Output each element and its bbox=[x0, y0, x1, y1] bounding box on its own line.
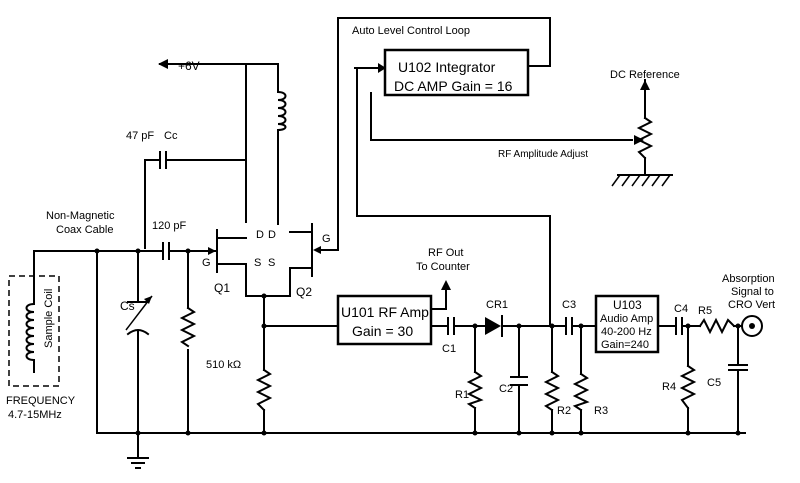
capacitor-cc bbox=[159, 151, 167, 169]
q2-label: Q2 bbox=[296, 285, 312, 299]
chassis-ground-icon bbox=[611, 174, 671, 187]
u102-label-1: U102 Integrator bbox=[398, 59, 496, 75]
c2-label: C2 bbox=[499, 383, 513, 395]
cc-label: Cc bbox=[164, 130, 178, 142]
resistor-r5 bbox=[698, 317, 736, 335]
resistor-r2 bbox=[543, 370, 561, 412]
resistor-r1 bbox=[466, 370, 484, 410]
coax-label-1: Non-Magnetic bbox=[46, 210, 115, 222]
u103-label-2: Audio Amp bbox=[600, 313, 653, 325]
dc-reference-label: DC Reference bbox=[610, 69, 680, 81]
r2-label: R2 bbox=[557, 405, 571, 417]
potentiometer-rf-adjust bbox=[634, 80, 654, 160]
wires bbox=[33, 17, 746, 459]
r3-label: R3 bbox=[594, 405, 608, 417]
q1-drain-label: D bbox=[256, 229, 264, 241]
q1-gate-label: G bbox=[202, 257, 211, 269]
u102-input-arrow-icon bbox=[378, 63, 386, 73]
alc-loop-label: Auto Level Control Loop bbox=[352, 25, 470, 37]
u103-label-1: U103 bbox=[613, 298, 642, 312]
rf-out-arrow-icon bbox=[441, 280, 451, 290]
capacitor-c1 bbox=[447, 317, 455, 335]
u101-block bbox=[336, 294, 433, 346]
c4-label: C4 bbox=[674, 303, 688, 315]
frequency-label-2: 4.7-15MHz bbox=[8, 409, 62, 421]
junction-dots bbox=[94, 248, 741, 436]
output-connector-icon bbox=[741, 315, 763, 337]
resistor-r4 bbox=[679, 364, 697, 410]
frequency-label-1: FREQUENCY bbox=[6, 395, 76, 407]
capacitor-c3 bbox=[565, 317, 573, 335]
capacitor-120pf bbox=[162, 242, 170, 260]
variable-capacitor-cs bbox=[125, 295, 153, 336]
q2-gate-arrow-icon bbox=[313, 246, 321, 254]
q2-gate-label: G bbox=[322, 233, 331, 245]
cr1-label: CR1 bbox=[486, 299, 508, 311]
u103-block bbox=[594, 294, 660, 354]
resistor-gate bbox=[179, 306, 197, 348]
r4-label: R4 bbox=[662, 381, 676, 393]
choke-inductor bbox=[276, 90, 287, 132]
u103-label-4: Gain=240 bbox=[601, 339, 649, 351]
cs-label: Cs bbox=[120, 299, 135, 313]
absorption-label-1: Absorption bbox=[722, 273, 775, 285]
cap-47pf-label: 47 pF bbox=[126, 130, 154, 142]
capacitor-c5 bbox=[728, 364, 748, 371]
q2-drain-label: D bbox=[268, 229, 276, 241]
rf-out-label-2: To Counter bbox=[416, 261, 470, 273]
absorption-label-2: Signal to bbox=[731, 286, 774, 298]
r510-label: 510 kΩ bbox=[206, 359, 241, 371]
supply-label: +6V bbox=[178, 59, 200, 73]
c1-label: C1 bbox=[442, 343, 456, 355]
absorption-label-3: CRO Vert bbox=[728, 299, 775, 311]
c5-label: C5 bbox=[707, 377, 721, 389]
q1-label: Q1 bbox=[214, 281, 230, 295]
resistor-510k bbox=[255, 368, 273, 412]
r1-label: R1 bbox=[455, 389, 469, 401]
coax-label-2: Coax Cable bbox=[56, 224, 113, 236]
capacitor-c4 bbox=[675, 317, 683, 335]
resistor-r3 bbox=[572, 372, 590, 412]
rf-out-label-1: RF Out bbox=[428, 247, 463, 259]
u102-block bbox=[383, 48, 530, 97]
u101-label-2: Gain = 30 bbox=[352, 323, 413, 339]
rf-adjust-label: RF Amplitude Adjust bbox=[498, 149, 588, 160]
diode-cr1 bbox=[485, 315, 503, 337]
c3-label: C3 bbox=[562, 299, 576, 311]
capacitor-c2 bbox=[510, 376, 528, 386]
r5-label: R5 bbox=[698, 305, 712, 317]
q2-source-label: S bbox=[268, 257, 275, 269]
u102-label-2: DC AMP Gain = 16 bbox=[394, 78, 513, 94]
u103-label-3: 40-200 Hz bbox=[601, 326, 652, 338]
supply-arrow-icon bbox=[158, 59, 168, 69]
q1-source-label: S bbox=[254, 257, 261, 269]
sample-coil-label: Sample Coil bbox=[43, 289, 55, 348]
sample-coil bbox=[8, 275, 60, 387]
u101-label-1: U101 RF Amp bbox=[341, 304, 429, 320]
ground-icon bbox=[127, 457, 149, 469]
cap-120pf-label: 120 pF bbox=[152, 220, 187, 232]
